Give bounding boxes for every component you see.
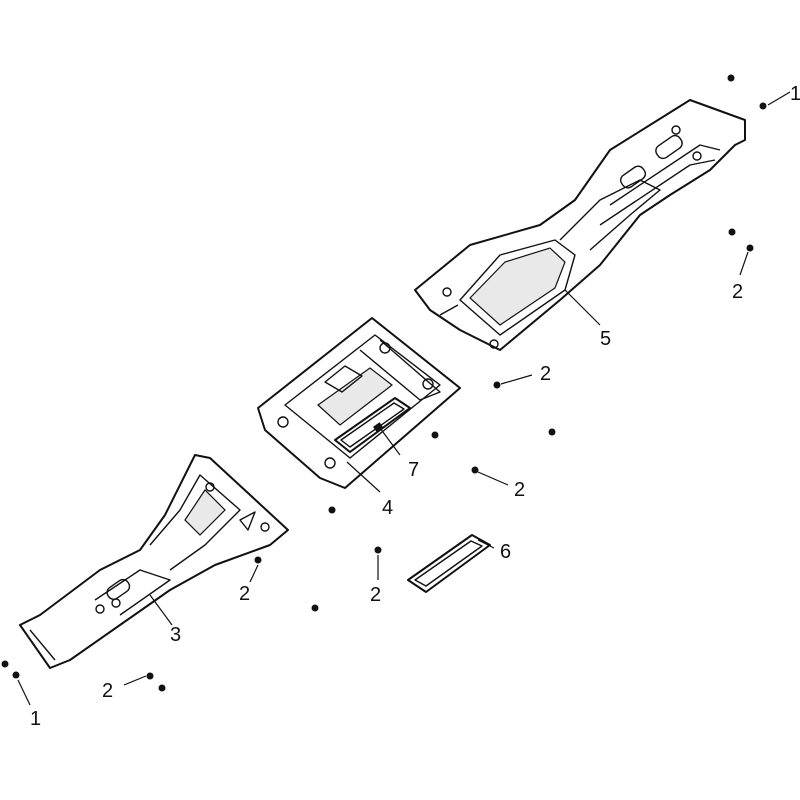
callout-5: 5 (600, 328, 611, 350)
callout-2-center: 2 (514, 479, 525, 501)
part-4-center-skid-plate (257, 317, 461, 489)
callout-2-lower-left: 2 (239, 583, 250, 605)
part-5-rear-skid-plate (414, 99, 746, 351)
part-6-cover-plate (407, 534, 491, 593)
callout-labels: 1 1 2 2 2 2 2 2 3 4 5 6 7 (30, 83, 800, 730)
callout-7: 7 (408, 459, 419, 481)
callout-1-bottom-left: 1 (30, 708, 41, 730)
fasteners (1, 74, 767, 692)
part-3-front-skid-plate (19, 454, 289, 669)
callout-2-mid-right: 2 (540, 363, 551, 385)
leader-lines (17, 91, 791, 706)
callout-3: 3 (170, 624, 181, 646)
callout-2-lower-center: 2 (370, 584, 381, 606)
callout-2-right: 2 (732, 281, 743, 303)
callout-2-bottom-left: 2 (102, 680, 113, 702)
part-7-access-cover (334, 397, 411, 453)
callout-4: 4 (382, 497, 393, 519)
callout-1-top-right: 1 (790, 83, 800, 105)
callout-6: 6 (500, 541, 511, 563)
